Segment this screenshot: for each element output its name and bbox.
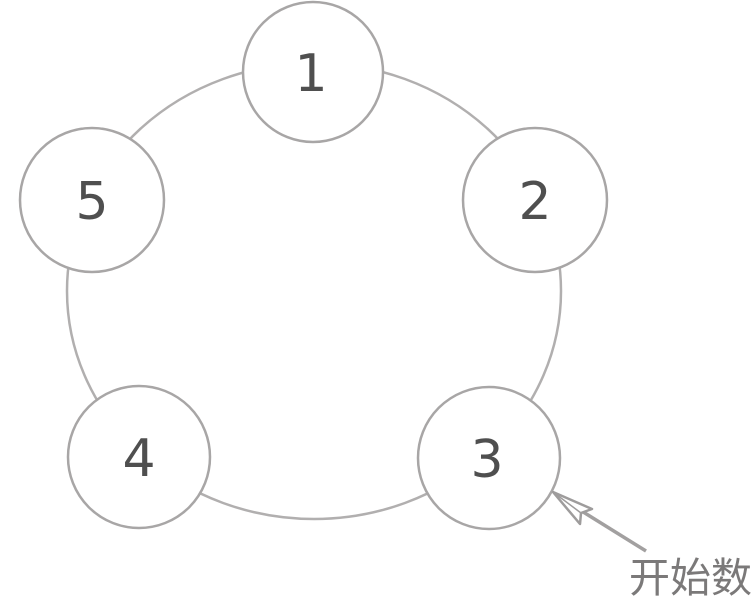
node-circle-4: [66, 384, 212, 530]
node-circle-5: [18, 126, 166, 274]
node-label-1: 1: [294, 44, 327, 104]
node-circle-1: [241, 0, 385, 144]
node-circle-2: [461, 126, 609, 274]
node-label-4: 4: [122, 429, 155, 489]
start-pointer-arrow: [551, 490, 647, 553]
arrow-head-fold-line: [552, 491, 582, 514]
node-circle-3: [416, 385, 562, 531]
start-counting-label: 开始数: [629, 554, 751, 602]
arrow-shaft: [579, 508, 647, 553]
node-label-5: 5: [75, 172, 108, 232]
node-label-2: 2: [518, 172, 551, 232]
node-label-3: 3: [470, 430, 503, 490]
